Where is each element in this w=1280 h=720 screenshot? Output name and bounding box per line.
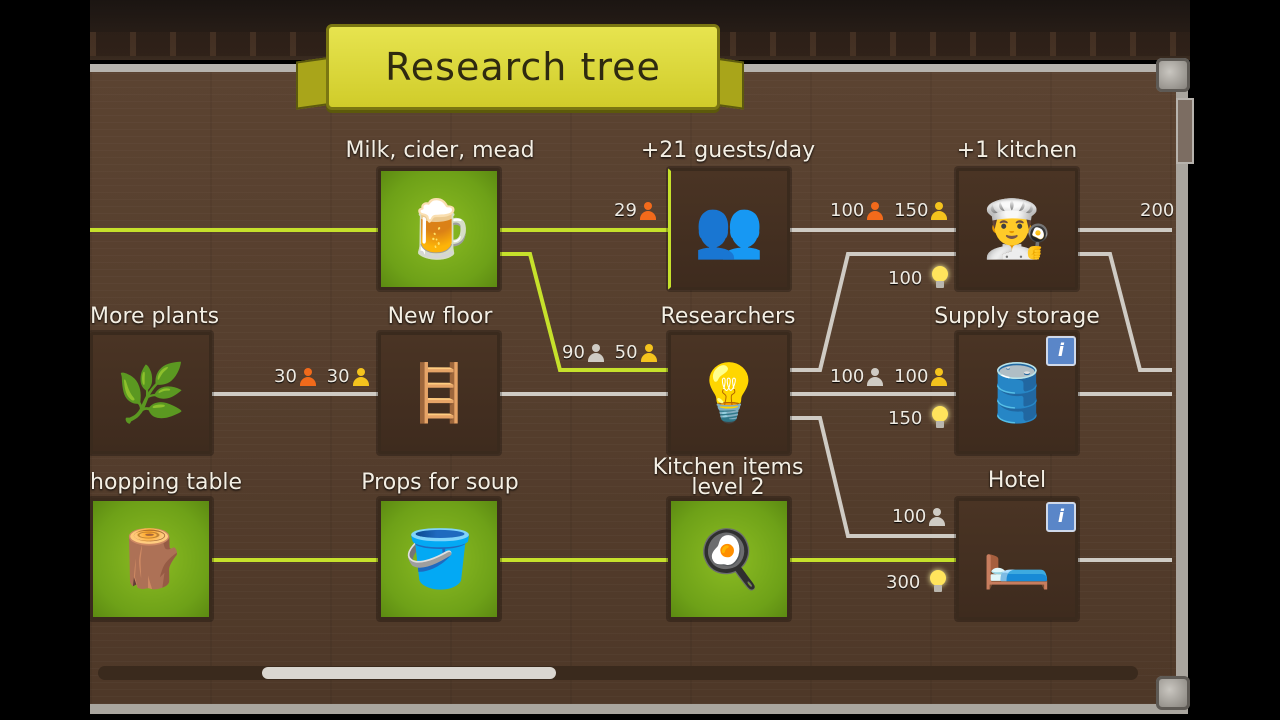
node-title-chopping: hopping table: [90, 470, 243, 495]
node-title-plants: More plants: [90, 304, 220, 329]
person-grey-icon: [587, 343, 605, 362]
node-title-guests: +21 guests/day: [640, 138, 816, 163]
info-icon[interactable]: i: [1046, 336, 1076, 366]
research-node-chopping[interactable]: 🪵: [90, 498, 212, 620]
cost-hotel-staff: 100: [892, 506, 946, 527]
page-title: Research tree: [385, 45, 661, 89]
research-node-soup[interactable]: 🪣: [378, 498, 500, 620]
panel-corner-top-right: [1156, 58, 1190, 92]
stove-icon: 🍳: [694, 527, 764, 592]
person-grey-icon: [866, 367, 884, 386]
panel-corner-bottom-right: [1156, 676, 1190, 710]
research-node-kitchen-items[interactable]: 🍳: [668, 498, 790, 620]
person-grey-icon: [928, 507, 946, 526]
bucket-icon: 🪣: [404, 527, 474, 592]
horizontal-scrollbar-thumb[interactable]: [262, 667, 556, 679]
research-node-milk[interactable]: 🍺: [378, 168, 500, 290]
cost-kitchen-research: 100: [888, 266, 949, 290]
person-orange-icon: [299, 367, 317, 386]
table-icon: 🪵: [116, 527, 186, 592]
lightbulb-icon: [932, 406, 949, 430]
person-yellow-icon: [930, 367, 948, 386]
line-milk-to-researchers: [500, 252, 668, 372]
node-title-kitchen: +1 kitchen: [956, 138, 1078, 163]
cost-guests: 29: [614, 200, 657, 221]
node-title-kitchen-items: Kitchen items level 2: [652, 455, 804, 500]
cost-supply-research: 150: [888, 406, 949, 430]
cost-hotel-research: 300: [886, 570, 947, 594]
lightbulb-icon: [932, 266, 949, 290]
line-kitchen-down-right: [1078, 252, 1172, 372]
title-plate: Research tree: [326, 24, 720, 110]
node-title-milk: Milk, cider, mead: [345, 138, 535, 163]
guests-icon: 👥: [694, 197, 764, 262]
cost-next: 200: [1140, 200, 1175, 221]
barrels-icon: 🛢️: [982, 361, 1052, 426]
chef-hat-icon: 👨‍🍳: [982, 197, 1052, 262]
stairs-icon: 🪜: [404, 361, 474, 426]
research-node-researchers[interactable]: 💡: [668, 332, 790, 454]
person-yellow-icon: [640, 343, 658, 362]
plants-icon: 🌿: [116, 361, 186, 426]
node-title-researchers: Researchers: [660, 304, 796, 329]
title-banner: Research tree: [296, 20, 744, 112]
panel-side-handle[interactable]: [1176, 98, 1194, 164]
research-node-kitchen[interactable]: 👨‍🍳: [956, 168, 1078, 290]
cost-floor: 30 30: [274, 366, 370, 387]
lightbulb-icon: 💡: [694, 361, 764, 426]
person-orange-icon: [866, 201, 884, 220]
node-title-soup: Props for soup: [361, 470, 519, 495]
node-title-supply: Supply storage: [934, 304, 1100, 329]
cost-supply-staff: 100 100: [830, 366, 948, 387]
lightbulb-icon: [930, 570, 947, 594]
research-node-supply[interactable]: 🛢️: [956, 332, 1078, 454]
research-node-plants[interactable]: 🌿: [90, 332, 212, 454]
person-yellow-icon: [352, 367, 370, 386]
cost-kitchen-staff: 100 150: [830, 200, 948, 221]
horizontal-scrollbar-track[interactable]: [98, 666, 1138, 680]
drinks-icon: 🍺: [404, 197, 474, 262]
info-icon[interactable]: i: [1046, 502, 1076, 532]
person-orange-icon: [639, 201, 657, 220]
line-researchers-to-hotel: [790, 416, 956, 538]
cost-researchers: 90 50: [562, 342, 658, 363]
node-title-floor: New floor: [387, 304, 493, 329]
node-title-hotel: Hotel: [987, 468, 1047, 493]
research-node-guests[interactable]: 👥: [668, 168, 790, 290]
line-researchers-to-kitchen: [790, 252, 956, 372]
person-yellow-icon: [930, 201, 948, 220]
bed-icon: 🛏️: [982, 527, 1052, 592]
research-node-floor[interactable]: 🪜: [378, 332, 500, 454]
